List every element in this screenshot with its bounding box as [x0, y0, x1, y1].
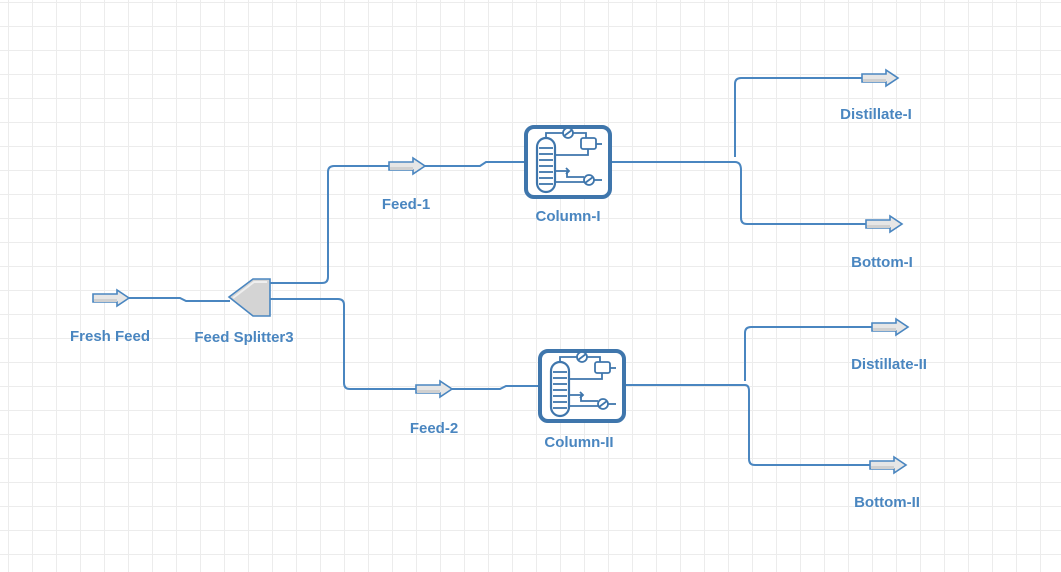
bottom-2-label: Bottom-II — [854, 494, 920, 511]
stream-line-to-bottom-2[interactable] — [744, 384, 870, 466]
stream-line-to-distillate-1[interactable] — [734, 77, 862, 157]
stream-line-to-bottom-1[interactable] — [734, 161, 866, 225]
stream-line-to-feed-2[interactable] — [270, 298, 416, 390]
fresh-feed-label: Fresh Feed — [69, 328, 151, 345]
stream-lines[interactable] — [128, 77, 872, 466]
distillate-1-label: Distillate-I — [840, 106, 912, 123]
distillate-2-label: Distillate-II — [851, 356, 927, 373]
bottom-1-stream-icon[interactable] — [865, 215, 903, 233]
column-1-distillation-icon[interactable] — [524, 125, 612, 199]
stream-line-to-distillate-2[interactable] — [744, 326, 872, 381]
feed-1-label: Feed-1 — [381, 196, 431, 213]
feed-splitter-icon[interactable] — [227, 278, 271, 317]
feed-1-stream-icon[interactable] — [388, 157, 426, 175]
stream-arrows[interactable] — [92, 69, 909, 474]
column-1-label: Column-I — [535, 208, 601, 225]
distillate-2-stream-icon[interactable] — [871, 318, 909, 336]
feed-splitter-label: Feed Splitter3 — [194, 329, 294, 346]
stream-line-feed-2-to-column-2[interactable] — [452, 385, 540, 390]
column-2-label: Column-II — [544, 434, 614, 451]
feed-2-stream-icon[interactable] — [415, 380, 453, 398]
fresh-feed-stream-icon[interactable] — [92, 289, 130, 307]
stream-line-fresh-feed[interactable] — [128, 297, 230, 302]
bottom-1-label: Bottom-I — [851, 254, 913, 271]
distillate-1-stream-icon[interactable] — [861, 69, 899, 87]
bottom-2-stream-icon[interactable] — [869, 456, 907, 474]
stream-line-to-feed-1[interactable] — [270, 165, 389, 284]
stream-line-feed-1-to-column-1[interactable] — [425, 161, 526, 167]
column-2-distillation-icon[interactable] — [538, 349, 626, 423]
feed-2-label: Feed-2 — [409, 420, 459, 437]
